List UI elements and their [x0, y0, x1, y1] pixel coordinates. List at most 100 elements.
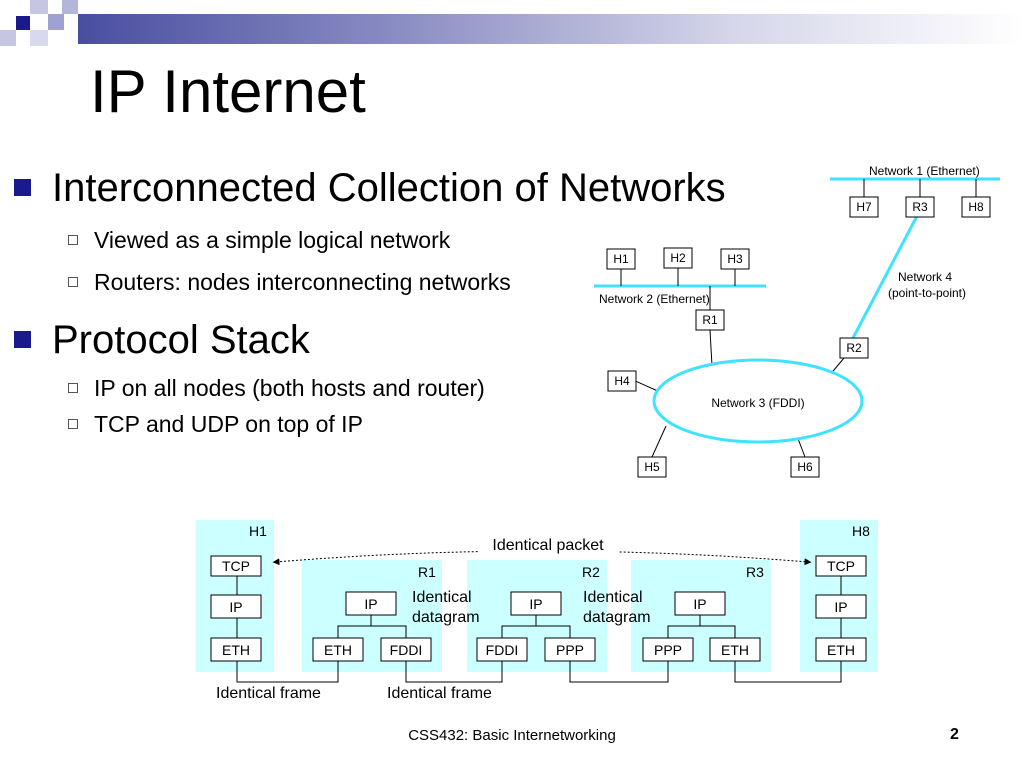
r1-ip-box: IP	[345, 591, 397, 616]
svg-text:PPP: PPP	[654, 642, 682, 658]
corner-square-dark	[16, 16, 30, 30]
h8-eth-box: ETH	[815, 637, 867, 662]
svg-text:TCP: TCP	[827, 558, 855, 574]
svg-text:ETH: ETH	[222, 642, 250, 658]
r3-ppp-box: PPP	[642, 637, 694, 662]
h8-tcp-box: TCP	[815, 555, 867, 577]
node-h7: H7	[849, 196, 879, 218]
svg-text:H1: H1	[613, 252, 629, 266]
svg-text:FDDI: FDDI	[390, 642, 423, 658]
node-h4: H4	[607, 370, 637, 392]
network4-link	[851, 215, 919, 339]
h1-ip-box: IP	[210, 594, 262, 619]
svg-text:H4: H4	[614, 374, 630, 388]
sub-bullet-ip-nodes: IP on all nodes (both hosts and router)	[68, 374, 485, 402]
hollow-square-icon	[68, 383, 78, 393]
hollow-square-icon	[68, 419, 78, 429]
svg-text:ETH: ETH	[827, 642, 855, 658]
square-bullet-icon	[14, 331, 31, 348]
network3-label: Network 3 (FDDI)	[711, 396, 804, 410]
svg-text:H8: H8	[968, 200, 984, 214]
bullet-text: Protocol Stack	[52, 318, 310, 362]
identical-datagram-1a: Identical	[412, 589, 472, 606]
r1-stack-name: R1	[418, 564, 436, 580]
node-r2: R2	[839, 337, 869, 359]
corner-square-mid	[48, 14, 64, 30]
h8-stack-name: H8	[852, 523, 870, 539]
header-gradient-bar	[78, 14, 1024, 44]
slide-title: IP Internet	[90, 58, 366, 125]
node-r1: R1	[695, 309, 725, 331]
stack-annotations: Identical datagram Identical datagram Id…	[216, 589, 651, 702]
r3-stack-name: R3	[746, 564, 764, 580]
svg-text:H3: H3	[727, 252, 743, 266]
r2-ppp-box: PPP	[544, 637, 596, 662]
identical-frame-1: Identical frame	[216, 685, 321, 702]
node-h2: H2	[663, 247, 693, 269]
sub-bullet-tcp-udp: TCP and UDP on top of IP	[68, 410, 363, 438]
stack-boxes: H1 TCP IP ETH R1 IP ETH FDDI R2 IP FDDI …	[210, 523, 870, 662]
r1-fddi-box: FDDI	[380, 637, 432, 662]
r1-ring-link	[709, 329, 713, 367]
svg-text:IP: IP	[229, 599, 242, 615]
node-h8: H8	[961, 196, 991, 218]
svg-text:R3: R3	[912, 200, 928, 214]
network-topology	[594, 177, 1000, 458]
network3-ring	[652, 358, 864, 444]
node-h5: H5	[637, 456, 667, 478]
network2-label: Network 2 (Ethernet)	[599, 292, 710, 306]
svg-text:IP: IP	[834, 599, 847, 615]
svg-text:ETH: ETH	[324, 642, 352, 658]
r3-ip-box: IP	[674, 591, 726, 616]
stack-connectors	[236, 576, 842, 683]
svg-text:H5: H5	[644, 460, 660, 474]
r2-stack-name: R2	[582, 564, 600, 580]
svg-text:PPP: PPP	[556, 642, 584, 658]
h5-ring-link	[651, 425, 667, 458]
hollow-square-icon	[68, 277, 78, 287]
svg-text:R1: R1	[702, 313, 718, 327]
h4-ring-link	[632, 379, 661, 393]
sub-bullet-text: Viewed as a simple logical network	[94, 227, 451, 253]
packet-label-bg	[478, 536, 618, 554]
node-h6: H6	[790, 456, 820, 478]
identical-packet-label: Identical packet	[492, 537, 604, 554]
r1-eth-box: ETH	[312, 637, 364, 662]
svg-text:IP: IP	[693, 596, 706, 612]
identical-datagram-2a: Identical	[583, 589, 643, 606]
square-bullet-icon	[14, 179, 31, 196]
identical-datagram-2b: datagram	[583, 609, 651, 626]
r3-eth-box: ETH	[709, 637, 761, 662]
network4-sublabel: (point-to-point)	[888, 286, 966, 300]
hollow-square-icon	[68, 235, 78, 245]
identical-datagram-1b: datagram	[412, 609, 480, 626]
h8-ip-box: IP	[815, 594, 867, 619]
slide-footer: CSS432: Basic Internetworking	[408, 727, 616, 744]
svg-text:H6: H6	[797, 460, 813, 474]
r2-fddi-box: FDDI	[476, 637, 528, 662]
svg-text:IP: IP	[529, 596, 542, 612]
node-h3: H3	[720, 248, 750, 270]
node-h1: H1	[606, 248, 636, 270]
svg-text:ETH: ETH	[721, 642, 749, 658]
network1-label: Network 1 (Ethernet)	[869, 164, 980, 178]
h1-stack-name: H1	[249, 523, 267, 539]
bullet-interconnected: Interconnected Collection of Networks	[14, 164, 726, 212]
sub-bullet-text: TCP and UDP on top of IP	[94, 411, 363, 437]
svg-text:FDDI: FDDI	[486, 642, 519, 658]
bullet-text: Interconnected Collection of Networks	[52, 166, 726, 210]
network-labels: Network 1 (Ethernet) Network 2 (Ethernet…	[599, 164, 980, 410]
svg-text:H7: H7	[856, 200, 872, 214]
stack-backgrounds	[196, 520, 878, 672]
sub-bullet-text: IP on all nodes (both hosts and router)	[94, 375, 485, 401]
svg-text:TCP: TCP	[222, 558, 250, 574]
corner-square-mid	[62, 0, 78, 14]
svg-text:R2: R2	[846, 341, 862, 355]
network-nodes: H7 R3 H8 H1 H2 H3 R1 R2 H4 H5 H6	[606, 196, 991, 478]
r2-ip-box: IP	[510, 591, 562, 616]
corner-square-light	[30, 30, 48, 46]
h1-eth-box: ETH	[210, 637, 262, 662]
node-r3: R3	[905, 196, 935, 218]
network4-label: Network 4	[898, 270, 952, 284]
